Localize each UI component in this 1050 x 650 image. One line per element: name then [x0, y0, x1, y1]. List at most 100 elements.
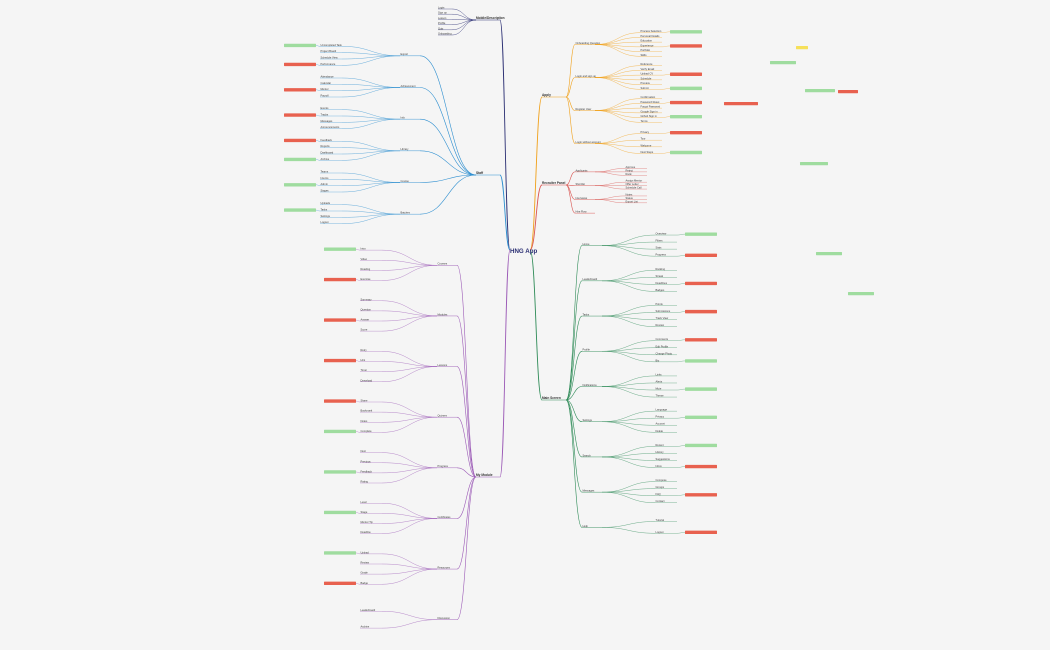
sub-node[interactable]: Batches — [401, 211, 411, 215]
leaf-node[interactable]: Recent — [656, 443, 664, 447]
sub-node[interactable]: Resources — [438, 565, 451, 569]
leaf-node[interactable]: Reject — [626, 168, 634, 172]
leaf-node[interactable]: Privacy — [641, 130, 650, 134]
leaf-node[interactable]: Notes — [361, 419, 368, 423]
leaf-node[interactable]: Retry — [361, 348, 368, 352]
leaf-node[interactable]: Notes — [626, 192, 633, 196]
leaf-node[interactable]: Schedule — [641, 76, 652, 80]
leaf-node[interactable]: Rank — [626, 172, 633, 176]
leaf-node[interactable]: Deadlines — [656, 281, 668, 285]
sub-node[interactable]: Library — [401, 147, 410, 151]
leaf-node[interactable]: Process Selection — [641, 29, 662, 33]
navy-node[interactable]: Lesson — [438, 16, 447, 20]
sub-node[interactable]: Quizzes — [438, 414, 448, 418]
sub-node[interactable]: Search — [583, 453, 592, 457]
leaf-node[interactable]: Forgot Password — [641, 105, 661, 109]
leaf-node[interactable]: Bookmark — [361, 409, 373, 413]
leaf-node[interactable]: Points — [656, 302, 664, 306]
sub-node[interactable]: Tasks — [583, 312, 590, 316]
leaf-node[interactable]: FAQ — [656, 492, 661, 496]
sub-node[interactable]: Settings — [583, 418, 593, 422]
leaf-node[interactable]: Performance — [321, 62, 336, 66]
leaf-node[interactable]: Next Steps — [641, 150, 654, 154]
leaf-node[interactable]: Contact — [656, 499, 665, 503]
leaf-node[interactable]: Groups — [656, 485, 665, 489]
leaf-node[interactable]: Review — [656, 323, 665, 327]
sub-node[interactable]: Login without account — [576, 140, 601, 144]
leaf-node[interactable]: Feedback — [361, 469, 373, 473]
sub-node[interactable]: Interviews — [576, 196, 588, 200]
sub-node[interactable]: Progress — [438, 464, 449, 468]
leaf-node[interactable]: Uncompleted Task — [321, 43, 343, 47]
leaf-node[interactable]: Upload — [361, 550, 370, 554]
leaf-node[interactable]: Question — [361, 307, 372, 311]
leaf-node[interactable]: Level — [361, 500, 368, 504]
leaf-node[interactable]: Announcements — [321, 125, 340, 129]
sub-node[interactable]: Register User — [576, 107, 592, 111]
leaf-node[interactable]: Stage — [361, 510, 368, 514]
leaf-node[interactable]: Leaderboard — [361, 608, 376, 612]
sub-node[interactable]: Modules — [438, 312, 449, 316]
leaf-node[interactable]: Personal Details — [641, 34, 661, 38]
sub-node[interactable]: Shortlist — [576, 182, 586, 186]
leaf-node[interactable]: Score — [361, 328, 368, 332]
leaf-node[interactable]: Education — [641, 39, 653, 43]
leaf-node[interactable]: Reading — [361, 267, 371, 271]
leaf-node[interactable]: Ranking — [656, 267, 666, 271]
leaf-node[interactable]: Inbox — [656, 464, 663, 468]
leaf-node[interactable]: Confirmation — [641, 95, 656, 99]
leaf-node[interactable]: Verify Email — [641, 67, 655, 71]
sub-node[interactable]: Achievement — [401, 84, 416, 88]
leaf-node[interactable]: Upload CV — [641, 72, 654, 76]
leaf-node[interactable]: Payroll — [321, 94, 329, 98]
leaf-node[interactable]: Submissions — [656, 309, 671, 313]
leaf-node[interactable]: Answer — [361, 318, 370, 322]
sub-node[interactable]: Profile — [583, 348, 591, 352]
leaf-node[interactable]: Stages — [321, 189, 330, 193]
sub-node[interactable]: Course — [401, 179, 410, 183]
leaf-node[interactable]: Comments — [656, 337, 669, 341]
leaf-node[interactable]: Language — [656, 408, 668, 412]
leaf-node[interactable]: Tracks — [321, 113, 329, 117]
leaf-node[interactable]: Grade — [361, 571, 369, 575]
leaf-node[interactable]: Theme — [656, 394, 665, 398]
leaf-node[interactable]: Delete — [656, 429, 664, 433]
leaf-node[interactable]: Portfolio — [641, 48, 651, 52]
sub-node[interactable]: Leaderboard — [583, 277, 598, 281]
sub-node[interactable]: Discussion — [438, 616, 451, 620]
leaf-node[interactable]: Events — [321, 106, 330, 110]
leaf-node[interactable]: Share — [361, 399, 368, 403]
leaf-node[interactable]: Deadline — [361, 530, 372, 534]
leaf-node[interactable]: Project Board — [321, 49, 337, 53]
leaf-node[interactable]: Schedule View — [321, 56, 338, 60]
leaf-node[interactable]: Streak — [656, 274, 664, 278]
leaf-node[interactable]: Dashboard — [321, 151, 334, 155]
leaf-node[interactable]: Suggestions — [656, 457, 671, 461]
leaf-node[interactable]: Messages — [321, 119, 334, 123]
leaf-node[interactable]: Privacy — [656, 415, 665, 419]
leaf-node[interactable]: Track View — [656, 316, 669, 320]
leaf-node[interactable]: Hint — [361, 358, 366, 362]
sub-node[interactable]: Home — [583, 242, 590, 246]
leaf-node[interactable]: Reference — [641, 62, 654, 66]
leaf-node[interactable]: Interns — [321, 176, 330, 180]
leaf-node[interactable]: Offer Letter — [626, 182, 639, 186]
leaf-node[interactable]: Password Reset — [641, 100, 660, 104]
leaf-node[interactable]: Uploads — [321, 201, 331, 205]
leaf-node[interactable]: Approve — [626, 165, 636, 169]
sub-node[interactable]: Help — [583, 524, 589, 528]
leaf-node[interactable]: Attendance — [321, 75, 335, 79]
blue-branch-label[interactable]: Staff — [476, 171, 484, 175]
sub-node[interactable]: Onboarding Question — [576, 41, 601, 45]
leaf-node[interactable]: Tasks — [321, 208, 328, 212]
navy-node[interactable]: Quiz — [438, 26, 444, 30]
leaf-node[interactable]: Tour — [641, 137, 646, 141]
navy-node[interactable]: Onboarding — [438, 32, 452, 36]
leaf-node[interactable]: Account — [656, 422, 666, 426]
root-node[interactable]: HNG App — [510, 248, 537, 255]
leaf-node[interactable]: Teams — [321, 170, 329, 174]
sub-node[interactable]: Certificates — [438, 515, 452, 519]
navy-node[interactable]: Profile — [438, 21, 446, 25]
sub-node[interactable]: Notifications — [583, 383, 598, 387]
leaf-node[interactable]: Experience — [641, 43, 655, 47]
